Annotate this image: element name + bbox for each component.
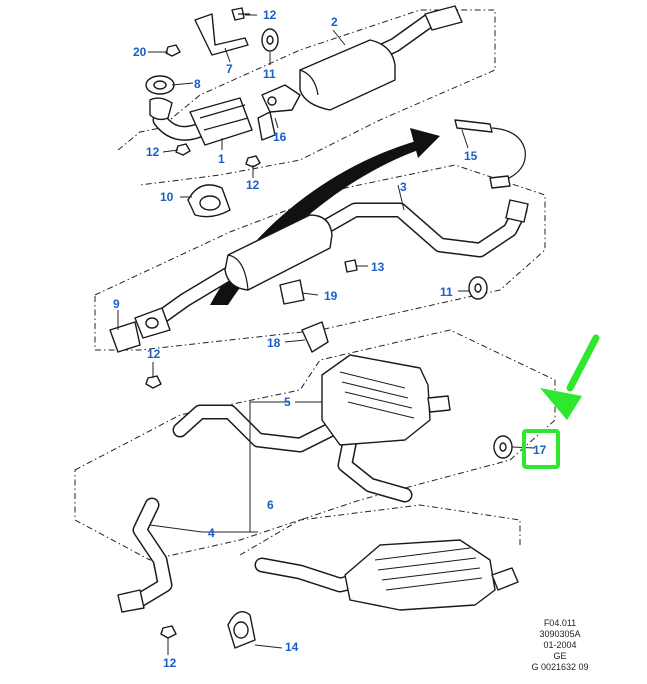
callout-11: 11 bbox=[440, 285, 453, 299]
callout-3: 3 bbox=[400, 180, 407, 194]
part-16-hanger bbox=[257, 111, 276, 141]
part-12-nut-d bbox=[160, 625, 177, 639]
part-4-pipe-section bbox=[117, 497, 173, 613]
callout-13: 13 bbox=[371, 260, 385, 274]
callout-12: 12 bbox=[147, 347, 161, 361]
callout-14: 14 bbox=[285, 640, 299, 654]
callout-19: 19 bbox=[324, 289, 338, 303]
callout-4: 4 bbox=[208, 526, 215, 540]
part-18-hanger-bracket bbox=[301, 321, 329, 353]
direction-arrow bbox=[210, 128, 440, 305]
footer-line-4: GE bbox=[553, 651, 567, 661]
part-12-nut-c bbox=[145, 375, 162, 389]
part-11-isolator-top bbox=[261, 28, 279, 52]
part-3-intermediate-pipe bbox=[134, 199, 529, 339]
footer-line-1: F04.011 bbox=[543, 618, 577, 628]
part-12-nut-b bbox=[245, 155, 261, 168]
drawing-reference-block: F04.011 3090305A 01-2004 GE G 0021632 09 bbox=[485, 618, 635, 673]
callout-8: 8 bbox=[194, 77, 201, 91]
highlight-box bbox=[522, 429, 560, 469]
callout-1: 1 bbox=[218, 152, 225, 166]
part-11-isolator-mid bbox=[468, 276, 488, 300]
part-9-clamp bbox=[109, 321, 141, 353]
footer-line-5: G 0021632 09 bbox=[531, 662, 589, 672]
callout-labels: 12 2 20 7 11 8 16 12 1 15 12 3 10 13 11 … bbox=[113, 8, 478, 670]
callout-20: 20 bbox=[133, 45, 147, 59]
highlighted-callout-17: 17 bbox=[522, 429, 560, 469]
part-10-clamp bbox=[187, 184, 231, 218]
part-1-front-pipe bbox=[149, 97, 253, 146]
part-13-bolt bbox=[344, 259, 358, 273]
part-7-bracket bbox=[194, 13, 249, 56]
part-15-oxygen-sensor bbox=[454, 119, 526, 189]
leader-lines bbox=[117, 14, 536, 655]
callout-18: 18 bbox=[267, 336, 281, 350]
callout-2: 2 bbox=[331, 15, 338, 29]
callout-9: 9 bbox=[113, 297, 120, 311]
callout-5: 5 bbox=[284, 395, 291, 409]
callout-12: 12 bbox=[163, 656, 177, 670]
part-6-rear-silencer bbox=[254, 539, 519, 611]
callout-12: 12 bbox=[246, 178, 260, 192]
callout-15: 15 bbox=[464, 149, 478, 163]
callout-12: 12 bbox=[263, 8, 277, 22]
part-17-isolator bbox=[493, 435, 513, 459]
callout-17: 17 bbox=[533, 443, 547, 457]
footer-line-2: 3090305A bbox=[539, 629, 581, 639]
part-12-bolt-top bbox=[231, 7, 250, 21]
part-8-gasket bbox=[145, 75, 175, 95]
footer-line-3: 01-2004 bbox=[543, 640, 577, 650]
callout-16: 16 bbox=[273, 130, 287, 144]
part-5-rear-silencer bbox=[172, 354, 451, 503]
part-19-hanger-bracket bbox=[279, 279, 305, 305]
green-pointer-arrow bbox=[540, 334, 600, 420]
part-2-catalytic-converter bbox=[261, 5, 463, 113]
callout-11: 11 bbox=[263, 67, 276, 81]
part-14-clamp bbox=[227, 611, 256, 649]
callout-10: 10 bbox=[160, 190, 174, 204]
callout-6: 6 bbox=[267, 498, 274, 512]
part-12-nut-a bbox=[175, 143, 191, 156]
callout-12: 12 bbox=[146, 145, 160, 159]
callout-7: 7 bbox=[226, 62, 233, 76]
part-20-nut bbox=[165, 44, 181, 57]
